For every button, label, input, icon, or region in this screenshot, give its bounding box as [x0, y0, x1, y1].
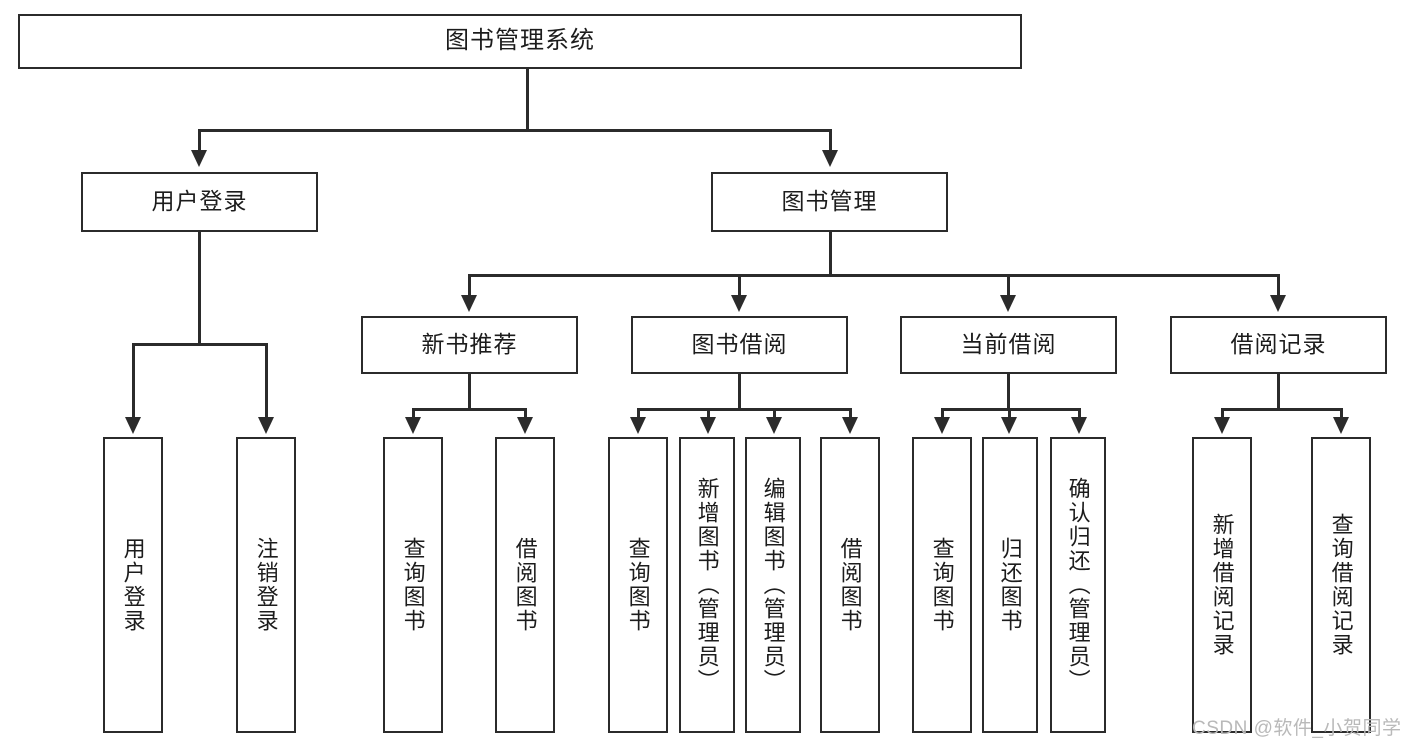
arrow-to-leaf-nbr-1	[517, 417, 533, 434]
leaf-cb-confirm-return[interactable]: 确认归还（管理员）	[1050, 437, 1106, 733]
node-label: 用户登录	[120, 537, 146, 633]
leaf-br-query-record[interactable]: 查询借阅记录	[1311, 437, 1371, 733]
edge-cb-drop-0	[941, 408, 944, 418]
node-label: 新增借阅记录	[1209, 513, 1235, 657]
edge-bb-stem	[738, 374, 741, 410]
edge-br-drop-0	[1221, 408, 1224, 418]
edge-cb-bus	[941, 408, 1080, 411]
leaf-user-login[interactable]: 用户登录	[103, 437, 163, 733]
node-label: 借阅图书	[512, 537, 538, 633]
node-label: 图书借阅	[691, 331, 788, 358]
arrow-to-leaf-br-0	[1214, 417, 1230, 434]
leaf-nbr-borrow-book[interactable]: 借阅图书	[495, 437, 555, 733]
node-label: 归还图书	[997, 537, 1023, 633]
edge-bm-drop-3	[1277, 274, 1280, 296]
leaf-bb-add-book[interactable]: 新增图书（管理员）	[679, 437, 735, 733]
edge-user-login-bus	[132, 343, 267, 346]
edge-root-stem	[526, 69, 529, 131]
edge-bb-drop-2	[773, 408, 776, 418]
edge-nbr-bus	[412, 408, 526, 411]
edge-bb-drop-3	[849, 408, 852, 418]
arrow-to-leaf-cb-0	[934, 417, 950, 434]
node-label: 查询图书	[625, 537, 651, 633]
node-label: 编辑图书（管理员）	[760, 477, 786, 693]
edge-nbr-stem	[468, 374, 471, 410]
node-root-system[interactable]: 图书管理系统	[18, 14, 1022, 69]
leaf-bb-query-book[interactable]: 查询图书	[608, 437, 668, 733]
leaf-logout[interactable]: 注销登录	[236, 437, 296, 733]
arrow-to-book-management	[822, 150, 838, 167]
leaf-cb-query-book[interactable]: 查询图书	[912, 437, 972, 733]
edge-bm-drop-2	[1007, 274, 1010, 296]
edge-bb-drop-0	[637, 408, 640, 418]
arrow-to-leaf-bb-3	[842, 417, 858, 434]
node-label: 图书管理系统	[445, 27, 595, 55]
edge-root-bus	[198, 129, 831, 132]
edge-nbr-drop-0	[412, 408, 415, 418]
arrow-to-new-book-recommend	[461, 295, 477, 312]
edge-cb-drop-2	[1078, 408, 1081, 418]
node-label: 借阅图书	[837, 537, 863, 633]
edge-book-management-stem	[829, 232, 832, 276]
edge-bm-drop-1	[738, 274, 741, 296]
node-label: 借阅记录	[1230, 331, 1327, 358]
node-label: 当前借阅	[960, 331, 1057, 358]
edge-root-drop-right	[829, 129, 832, 151]
node-label: 查询借阅记录	[1328, 513, 1354, 657]
leaf-bb-borrow-book[interactable]: 借阅图书	[820, 437, 880, 733]
arrow-to-current-borrow	[1000, 295, 1016, 312]
arrow-to-leaf-logout	[258, 417, 274, 434]
node-label: 注销登录	[253, 537, 279, 633]
leaf-nbr-query-book[interactable]: 查询图书	[383, 437, 443, 733]
edge-root-drop-left	[198, 129, 201, 151]
edge-bb-bus	[637, 408, 851, 411]
arrow-to-leaf-nbr-0	[405, 417, 421, 434]
edge-user-login-drop-0	[132, 343, 135, 418]
node-book-management[interactable]: 图书管理	[711, 172, 948, 232]
arrow-to-leaf-bb-2	[766, 417, 782, 434]
node-borrow-record[interactable]: 借阅记录	[1170, 316, 1387, 374]
node-user-login[interactable]: 用户登录	[81, 172, 318, 232]
leaf-bb-edit-book[interactable]: 编辑图书（管理员）	[745, 437, 801, 733]
node-label: 图书管理	[781, 188, 878, 215]
arrow-to-leaf-cb-1	[1001, 417, 1017, 434]
edge-nbr-drop-1	[524, 408, 527, 418]
node-label: 新增图书（管理员）	[694, 477, 720, 693]
arrow-to-user-login	[191, 150, 207, 167]
node-label: 查询图书	[400, 537, 426, 633]
node-label: 新书推荐	[421, 331, 518, 358]
arrow-to-leaf-bb-1	[700, 417, 716, 434]
arrow-to-book-borrow	[731, 295, 747, 312]
node-current-borrow[interactable]: 当前借阅	[900, 316, 1117, 374]
edge-book-management-bus	[468, 274, 1279, 277]
node-label: 查询图书	[929, 537, 955, 633]
leaf-cb-return-book[interactable]: 归还图书	[982, 437, 1038, 733]
arrow-to-leaf-br-1	[1333, 417, 1349, 434]
arrow-to-borrow-record	[1270, 295, 1286, 312]
edge-cb-drop-1	[1008, 408, 1011, 418]
arrow-to-leaf-cb-2	[1071, 417, 1087, 434]
node-label: 用户登录	[151, 188, 248, 215]
node-label: 确认归还（管理员）	[1065, 477, 1091, 693]
edge-bb-drop-1	[707, 408, 710, 418]
node-book-borrow[interactable]: 图书借阅	[631, 316, 848, 374]
node-new-book-recommend[interactable]: 新书推荐	[361, 316, 578, 374]
edge-user-login-drop-1	[265, 343, 268, 418]
edge-cb-stem	[1007, 374, 1010, 410]
edge-br-drop-1	[1340, 408, 1343, 418]
edge-bm-drop-0	[468, 274, 471, 296]
arrow-to-leaf-user-login	[125, 417, 141, 434]
edge-br-bus	[1221, 408, 1342, 411]
leaf-br-add-record[interactable]: 新增借阅记录	[1192, 437, 1252, 733]
edge-br-stem	[1277, 374, 1280, 410]
edge-user-login-stem	[198, 232, 201, 345]
arrow-to-leaf-bb-0	[630, 417, 646, 434]
